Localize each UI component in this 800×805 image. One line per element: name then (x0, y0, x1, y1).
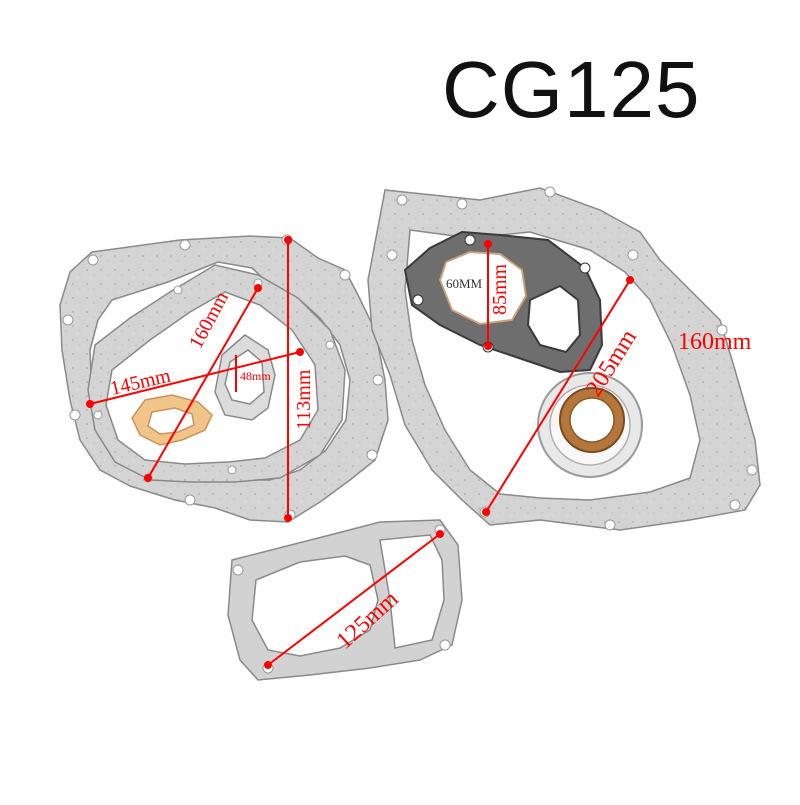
exhaust-ring-gaskets (537, 372, 643, 478)
dimension-annotations (86, 236, 634, 669)
model-title: CG125 (442, 45, 701, 134)
label-head-height: 85mm (489, 263, 511, 315)
left-width-line (89, 351, 301, 405)
label-head-bore: 60MM (446, 276, 483, 291)
label-left-width: 145mm (108, 365, 173, 400)
right-diag-line (485, 279, 631, 513)
cylinder-head-gasket (403, 230, 604, 374)
small-plate-gasket (214, 334, 276, 421)
label-left-height: 113mm (293, 369, 315, 430)
inner-cover-gasket (87, 264, 346, 483)
label-small-plate: 48mm (240, 369, 271, 383)
label-right-side: 160mm (678, 329, 752, 355)
paper-gasket (131, 394, 213, 446)
left-diag-line (147, 287, 259, 479)
cylinder-line (267, 533, 441, 666)
